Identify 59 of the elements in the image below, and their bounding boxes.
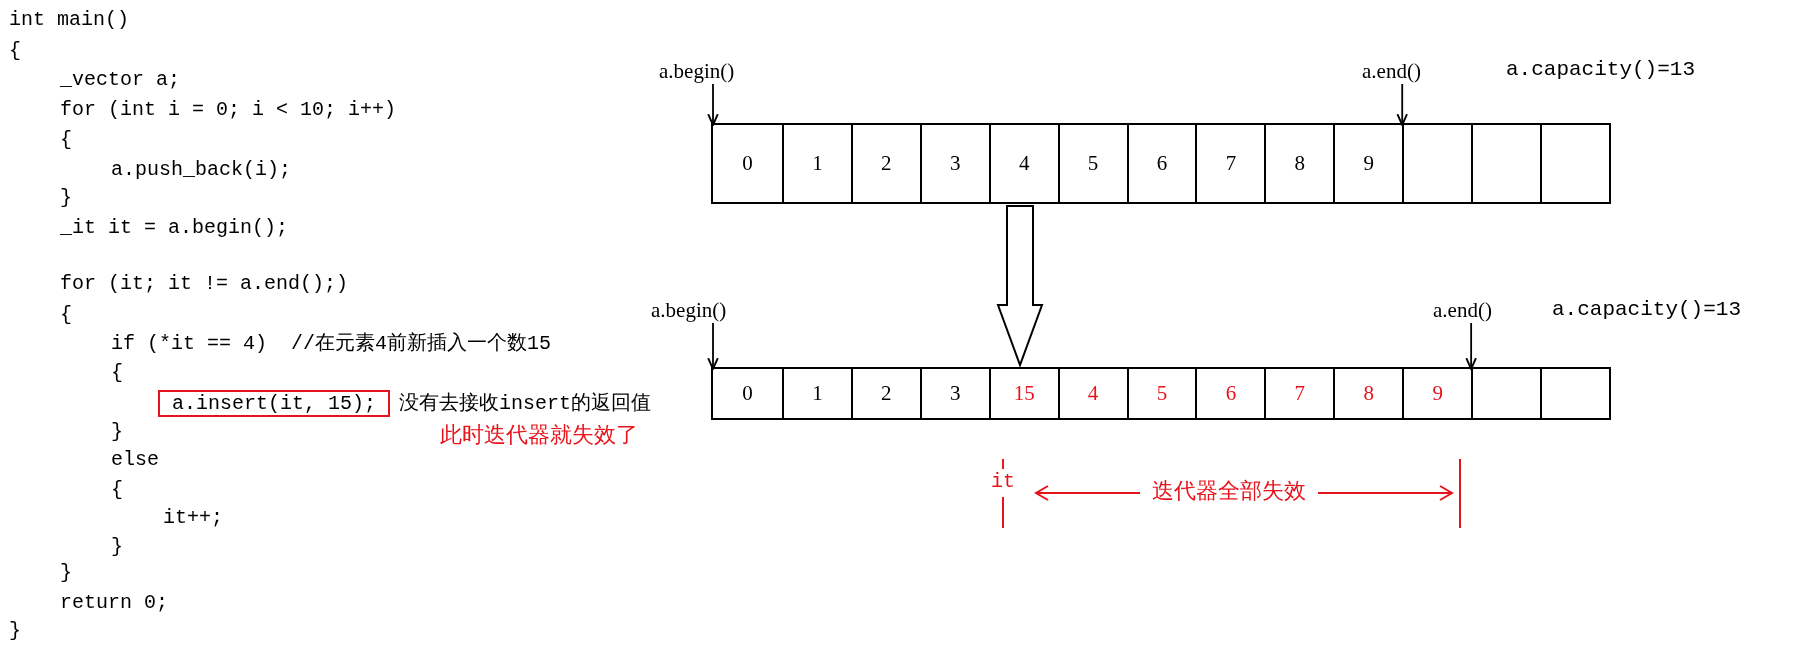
code-line: _vector a;: [60, 68, 181, 93]
array-cell: 9: [1402, 369, 1472, 418]
array-cell: 3: [919, 369, 989, 418]
pointer-label: a.begin(): [659, 58, 771, 84]
hollow-arrow: [996, 205, 1044, 368]
array-cell: 4: [1057, 369, 1127, 418]
code-line: {: [60, 128, 72, 152]
iterator-label: it: [991, 470, 1015, 494]
code-line: for (int i = 0; i < 10; i++): [60, 98, 397, 122]
code-line: }: [9, 618, 21, 643]
code-line: _it it = a.begin();: [60, 216, 289, 241]
capacity-label: a.capacity()=13: [1506, 57, 1696, 83]
code-line: }: [111, 420, 123, 445]
code-line: it++;: [163, 506, 223, 531]
code-line: return 0;: [60, 591, 169, 615]
code-line: }: [60, 186, 72, 211]
annotation-text: 此时迭代器就失效了: [440, 424, 638, 450]
code-line: }: [60, 561, 72, 586]
code-line: {: [9, 38, 21, 63]
array-box: [711, 123, 1611, 204]
code-line: a.push_back(i);: [111, 157, 292, 182]
code-line: {: [60, 303, 72, 328]
pointer-arrow: [707, 322, 719, 370]
pointer-arrow: [1465, 322, 1477, 370]
array-cell: 0: [713, 369, 782, 418]
pointer-label: a.end(): [1362, 58, 1450, 84]
code-line: for (it; it != a.end();): [60, 272, 349, 297]
code-line: if (*it == 4) //在元素4前新插入一个数15: [111, 332, 552, 356]
note-text: 迭代器全部失效: [1152, 479, 1306, 507]
pointer-label: a.end(): [1433, 297, 1521, 323]
array-cell: 0: [713, 125, 782, 202]
capacity-label: a.capacity()=13: [1552, 297, 1742, 323]
array-cell: 6: [1126, 125, 1196, 202]
array-box: [711, 367, 1611, 420]
array-cell: 2: [850, 369, 920, 418]
array-cell: 7: [1195, 125, 1265, 202]
highlighted-code: a.insert(it, 15);: [158, 390, 390, 417]
array-cell: 4: [988, 125, 1058, 202]
array-cell: 6: [1195, 369, 1265, 418]
array-cell: 9: [1333, 125, 1403, 202]
pointer-arrow: [707, 83, 719, 126]
array-cell: 5: [1057, 125, 1127, 202]
array-cell: 8: [1264, 125, 1334, 202]
array-cell: 15: [988, 369, 1058, 418]
array-cell: 3: [919, 125, 989, 202]
code-line: {: [111, 477, 123, 502]
code-line: else: [111, 447, 159, 472]
code-line: int main(): [9, 7, 130, 32]
array-cell: 5: [1126, 369, 1196, 418]
pointer-label: a.begin(): [651, 297, 763, 323]
array-cell: 7: [1264, 369, 1334, 418]
array-cell: 1: [781, 369, 851, 418]
code-line: }: [111, 535, 123, 559]
code-line: {: [111, 360, 123, 385]
array-cell: 1: [781, 125, 851, 202]
pointer-arrow: [1396, 83, 1408, 126]
array-cell: 8: [1333, 369, 1403, 418]
array-cell: 2: [850, 125, 920, 202]
annotation-text: 没有去接收insert的返回值: [399, 391, 651, 417]
